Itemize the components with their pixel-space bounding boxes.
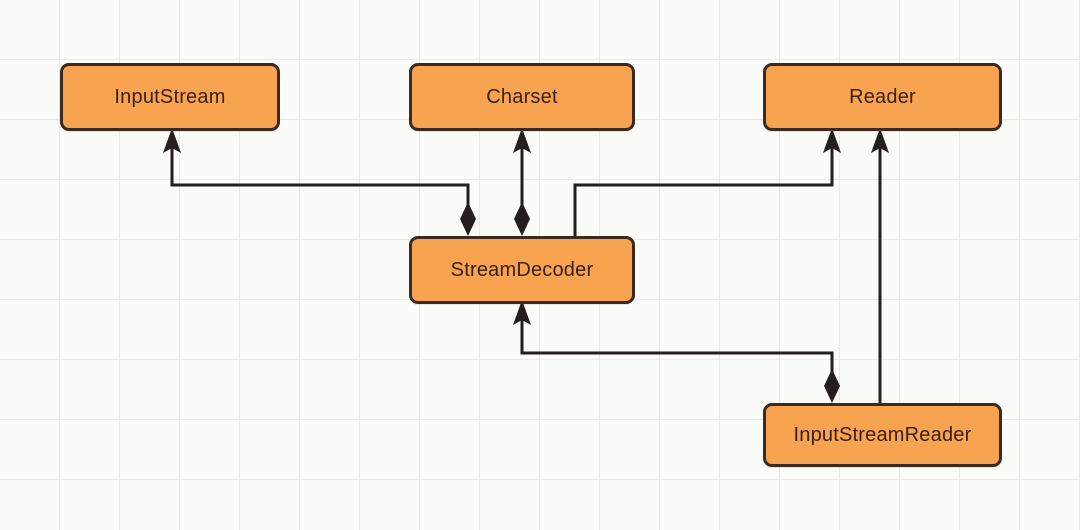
class-node-reader[interactable]: Reader [763,63,1002,131]
edge-inputstreamreader-has-streamdecoder[interactable] [513,300,840,403]
class-node-label: StreamDecoder [450,258,594,281]
class-node-label: InputStream [114,85,226,108]
class-node-inputstream[interactable]: InputStream [60,63,280,131]
class-node-charset[interactable]: Charset [409,63,635,131]
class-node-inputstreamreader[interactable]: InputStreamReader [763,403,1002,467]
arrowhead-icon [823,128,841,153]
edge-inputstreamreader-extends-reader[interactable] [871,128,889,403]
class-node-label: Reader [849,85,916,108]
class-node-label: Charset [486,85,558,108]
edge-streamdecoder-extends-reader[interactable] [573,128,841,236]
edge-streamdecoder-has-inputstream[interactable] [163,128,476,236]
edge-streamdecoder-has-charset[interactable] [513,128,531,236]
class-node-streamdecoder[interactable]: StreamDecoder [409,236,635,304]
filled-diamond-icon [460,202,476,236]
class-node-label: InputStreamReader [793,423,972,446]
arrowhead-icon [871,128,889,153]
filled-diamond-icon [824,369,840,403]
filled-diamond-icon [514,202,530,236]
arrowhead-icon [513,128,531,153]
arrowhead-icon [163,128,181,153]
